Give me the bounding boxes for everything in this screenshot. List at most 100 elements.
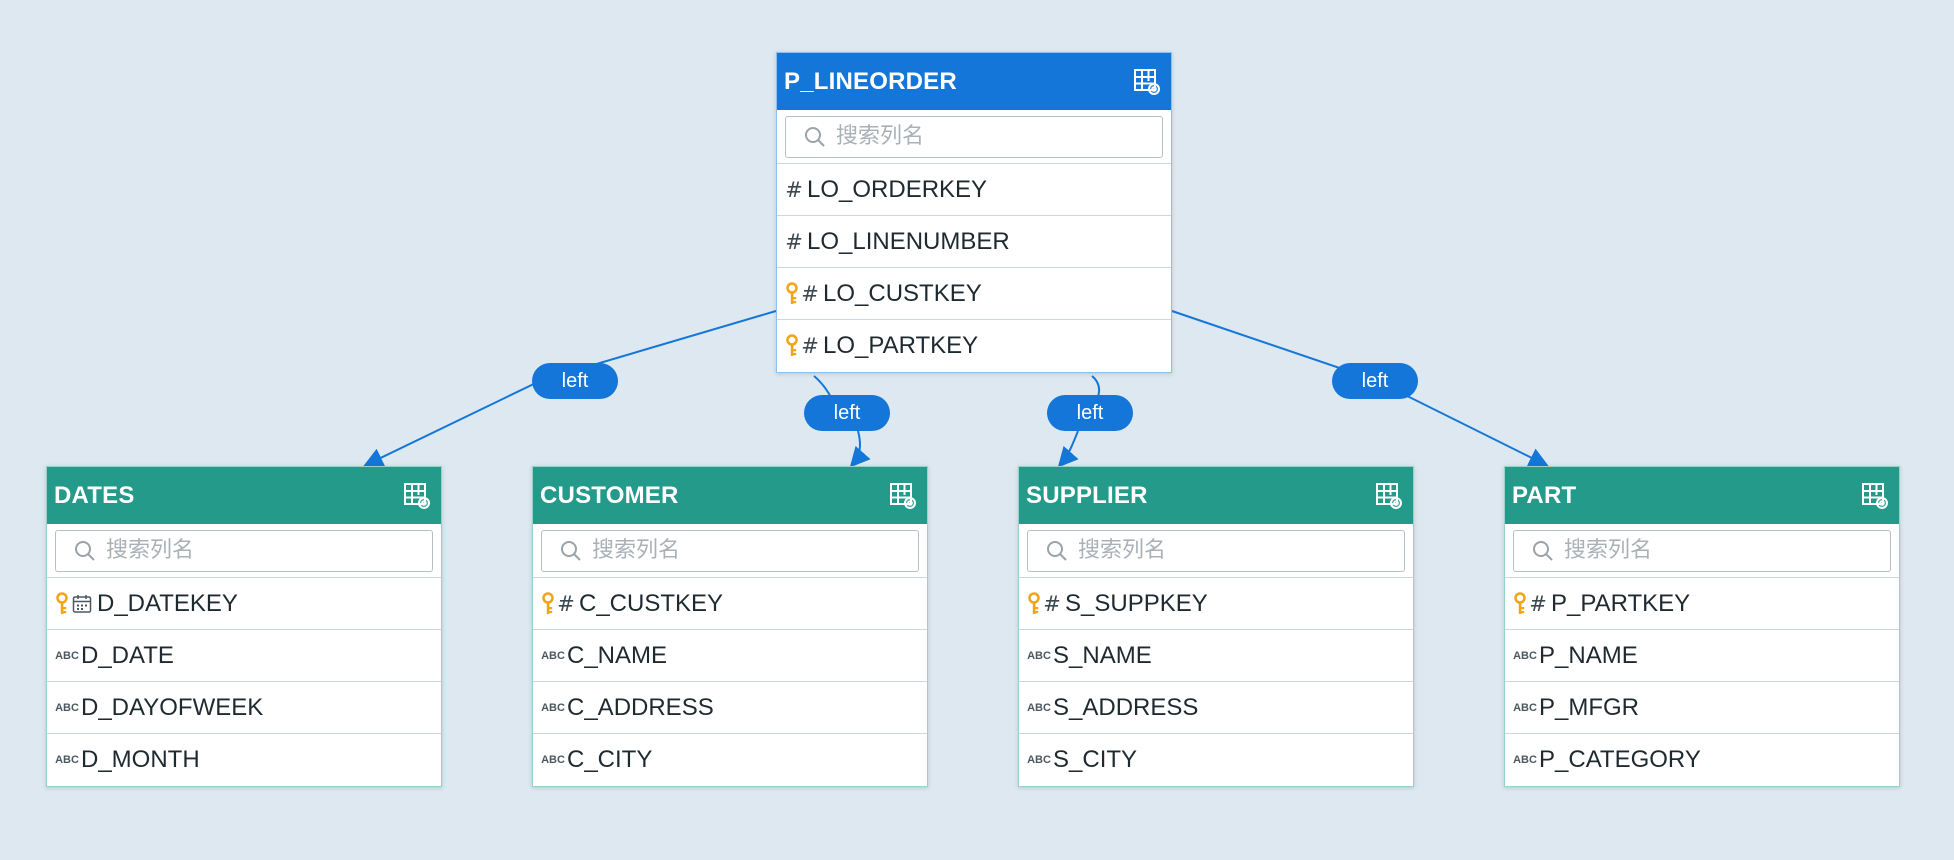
table-card-customer[interactable]: CUSTOMER#C_CUSTKEYABCC_NAMEABCC_ADDRESSA… bbox=[532, 466, 928, 787]
column-name: P_MFGR bbox=[1539, 693, 1640, 721]
column-name: D_MONTH bbox=[81, 746, 200, 773]
table-settings-icon[interactable] bbox=[887, 480, 919, 512]
search-icon bbox=[1532, 540, 1554, 562]
abc-icon: ABC bbox=[55, 649, 79, 662]
column-row[interactable]: D_DATEKEY bbox=[47, 578, 441, 630]
column-row[interactable]: #LO_PARTKEY bbox=[777, 320, 1171, 372]
calendar-icon bbox=[71, 594, 93, 614]
abc-icon: ABC bbox=[1027, 701, 1051, 714]
table-settings-icon[interactable] bbox=[401, 480, 433, 512]
table-settings-icon[interactable] bbox=[1859, 480, 1891, 512]
abc-icon: ABC bbox=[541, 649, 565, 662]
column-search bbox=[1019, 524, 1413, 578]
search-icon bbox=[1046, 540, 1068, 562]
table-header[interactable]: SUPPLIER bbox=[1019, 467, 1413, 524]
column-search bbox=[47, 524, 441, 578]
table-header[interactable]: PART bbox=[1505, 467, 1899, 524]
abc-icon: ABC bbox=[1027, 754, 1051, 766]
hash-icon: # bbox=[1529, 591, 1547, 616]
abc-icon: ABC bbox=[541, 701, 565, 714]
column-row[interactable]: #LO_LINENUMBER bbox=[777, 216, 1171, 268]
table-title: DATES bbox=[54, 481, 135, 509]
table-card-dates[interactable]: DATESD_DATEKEYABCD_DATEABCD_DAYOFWEEKABC… bbox=[46, 466, 442, 787]
column-row[interactable]: #LO_CUSTKEY bbox=[777, 268, 1171, 320]
table-header[interactable]: DATES bbox=[47, 467, 441, 524]
column-search-box[interactable] bbox=[541, 529, 919, 572]
column-name: LO_CUSTKEY bbox=[823, 279, 982, 307]
join-type-badge-part[interactable]: left bbox=[1332, 363, 1418, 399]
key-icon bbox=[785, 281, 799, 306]
abc-icon: ABC bbox=[1027, 649, 1051, 662]
column-name: LO_ORDERKEY bbox=[807, 175, 988, 203]
column-name: C_NAME bbox=[567, 641, 668, 669]
column-search bbox=[777, 110, 1171, 164]
hash-icon: # bbox=[801, 281, 819, 306]
column-row[interactable]: #LO_ORDERKEY bbox=[777, 164, 1171, 216]
join-type-badge-customer[interactable]: left bbox=[804, 395, 890, 431]
key-icon bbox=[785, 334, 799, 358]
table-card-supplier[interactable]: SUPPLIER#S_SUPPKEYABCS_NAMEABCS_ADDRESSA… bbox=[1018, 466, 1414, 787]
table-settings-icon[interactable] bbox=[1373, 480, 1405, 512]
table-header[interactable]: CUSTOMER bbox=[533, 467, 927, 524]
column-name: D_DAYOFWEEK bbox=[81, 693, 264, 721]
column-search-box[interactable] bbox=[55, 529, 433, 572]
abc-icon: ABC bbox=[1513, 701, 1537, 714]
join-type-badge-supplier[interactable]: left bbox=[1047, 395, 1133, 431]
column-row[interactable]: #S_SUPPKEY bbox=[1019, 578, 1413, 630]
abc-icon: ABC bbox=[1513, 649, 1537, 662]
column-name: C_ADDRESS bbox=[567, 693, 714, 721]
column-name: P_CATEGORY bbox=[1539, 746, 1701, 773]
column-search-input[interactable] bbox=[836, 124, 1076, 149]
table-title: P_LINEORDER bbox=[784, 67, 957, 95]
column-search-box[interactable] bbox=[785, 115, 1163, 158]
key-icon bbox=[55, 591, 69, 616]
column-search-input[interactable] bbox=[1078, 538, 1318, 563]
column-name: S_SUPPKEY bbox=[1065, 589, 1208, 617]
column-name: LO_LINENUMBER bbox=[807, 227, 1010, 255]
search-icon bbox=[804, 126, 826, 148]
column-name: D_DATEKEY bbox=[97, 589, 238, 617]
table-header[interactable]: P_LINEORDER bbox=[777, 53, 1171, 110]
column-search-box[interactable] bbox=[1027, 529, 1405, 572]
hash-icon: # bbox=[1043, 591, 1061, 616]
column-name: S_NAME bbox=[1053, 641, 1152, 669]
column-row[interactable]: #C_CUSTKEY bbox=[533, 578, 927, 630]
column-search-input[interactable] bbox=[106, 538, 346, 563]
column-search-input[interactable] bbox=[1564, 538, 1804, 563]
search-icon bbox=[74, 540, 96, 562]
table-settings-icon[interactable] bbox=[1131, 66, 1163, 98]
column-row[interactable]: #P_PARTKEY bbox=[1505, 578, 1899, 630]
table-card-part[interactable]: PART#P_PARTKEYABCP_NAMEABCP_MFGRABCP_CAT… bbox=[1504, 466, 1900, 787]
column-search bbox=[1505, 524, 1899, 578]
abc-icon: ABC bbox=[1513, 754, 1537, 766]
table-card-p_lineorder[interactable]: P_LINEORDER#LO_ORDERKEY#LO_LINENUMBER#LO… bbox=[776, 52, 1172, 373]
column-name: S_CITY bbox=[1053, 746, 1138, 773]
key-icon bbox=[1513, 591, 1527, 616]
join-type-badge-dates[interactable]: left bbox=[532, 363, 618, 399]
hash-icon: # bbox=[557, 591, 575, 616]
column-search-input[interactable] bbox=[592, 538, 832, 563]
abc-icon: ABC bbox=[55, 754, 79, 766]
key-icon bbox=[1027, 591, 1041, 616]
table-title: PART bbox=[1512, 481, 1577, 509]
column-name: C_CITY bbox=[567, 746, 653, 773]
hash-icon: # bbox=[785, 177, 803, 202]
hash-icon: # bbox=[801, 334, 819, 358]
abc-icon: ABC bbox=[55, 701, 79, 714]
abc-icon: ABC bbox=[541, 754, 565, 766]
column-name: P_NAME bbox=[1539, 641, 1638, 669]
column-search-box[interactable] bbox=[1513, 529, 1891, 572]
